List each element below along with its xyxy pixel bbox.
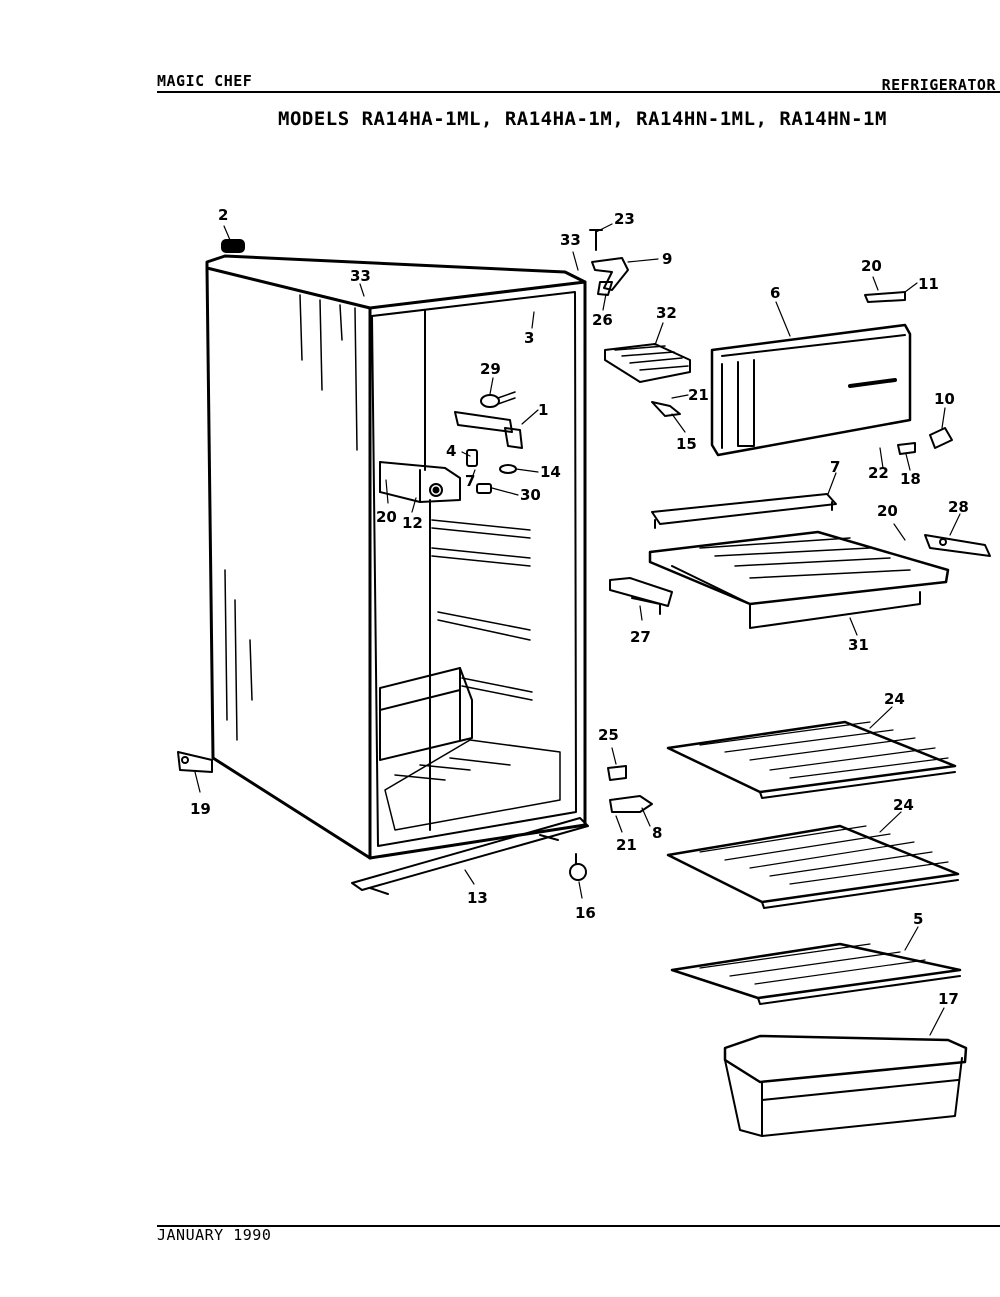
keeper-support	[609, 577, 673, 615]
part-label-23: 23	[614, 210, 635, 228]
part-label-7-small: 7	[465, 472, 475, 490]
part-label-26: 26	[592, 311, 613, 329]
part-label-33-cabinet: 33	[350, 267, 371, 285]
part-label-16: 16	[575, 904, 596, 922]
part-label-5: 5	[913, 910, 923, 928]
bumper	[897, 442, 916, 455]
part-label-12: 12	[402, 514, 423, 532]
part-label-8: 8	[652, 824, 662, 842]
part-label-19: 19	[190, 800, 211, 818]
door-hinge	[929, 427, 953, 449]
part-label-21-lower: 21	[616, 836, 637, 854]
light-assembly	[454, 391, 523, 494]
latch	[864, 291, 906, 303]
wire-shelf-lower	[666, 824, 960, 909]
leveling-glide	[569, 853, 587, 881]
category-title: REFRIGERATOR	[881, 76, 996, 94]
toe-plate	[351, 817, 589, 895]
part-label-4: 4	[446, 442, 456, 460]
part-label-29: 29	[480, 360, 501, 378]
meat-keeper	[648, 530, 950, 629]
crisper-drawer	[723, 1034, 968, 1137]
part-label-17: 17	[938, 990, 959, 1008]
cabinet	[205, 254, 587, 860]
part-label-25: 25	[598, 726, 619, 744]
part-label-21-top: 21	[688, 386, 709, 404]
part-label-1: 1	[538, 401, 548, 419]
control-housing	[379, 461, 461, 503]
part-label-11: 11	[918, 275, 939, 293]
part-label-32: 32	[656, 304, 677, 322]
part-label-22: 22	[868, 464, 889, 482]
part-label-13: 13	[467, 889, 488, 907]
crisper-cover	[670, 942, 962, 1005]
freezer-door	[710, 323, 912, 457]
part-label-18: 18	[900, 470, 921, 488]
leveler-cap	[221, 239, 245, 253]
part-label-24-upper: 24	[884, 690, 905, 708]
header-rule	[157, 91, 1000, 93]
keeper-rail	[924, 534, 991, 557]
part-label-33-top: 33	[560, 231, 581, 249]
models-title: MODELS RA14HA-1ML, RA14HA-1M, RA14HN-1ML…	[278, 108, 887, 130]
part-label-20-top: 20	[861, 257, 882, 275]
footer-date: JANUARY 1990	[157, 1226, 272, 1244]
footer-rule	[157, 1225, 1000, 1227]
part-label-27: 27	[630, 628, 651, 646]
drip-tray	[651, 493, 837, 529]
part-label-6: 6	[770, 284, 780, 302]
part-label-20-right: 20	[877, 502, 898, 520]
brand-title: MAGIC CHEF	[157, 72, 253, 90]
leader-lines	[194, 223, 961, 1036]
bracket	[607, 765, 627, 781]
part-label-15: 15	[676, 435, 697, 453]
part-label-28: 28	[948, 498, 969, 516]
spring-clip	[651, 401, 681, 417]
wire-shelf-upper	[666, 720, 957, 799]
part-label-24-lower: 24	[893, 796, 914, 814]
shelf-bracket	[609, 795, 653, 813]
part-label-30: 30	[520, 486, 541, 504]
part-label-9: 9	[662, 250, 672, 268]
part-label-20-cabinet: 20	[376, 508, 397, 526]
part-label-7: 7	[830, 458, 840, 476]
part-label-10: 10	[934, 390, 955, 408]
ice-tray	[604, 343, 691, 383]
part-label-2: 2	[218, 206, 228, 224]
part-label-3: 3	[524, 329, 534, 347]
tray-support	[591, 257, 629, 296]
screw	[589, 229, 603, 251]
part-label-31: 31	[848, 636, 869, 654]
part-label-14: 14	[540, 463, 561, 481]
hinge-bottom	[177, 751, 213, 773]
